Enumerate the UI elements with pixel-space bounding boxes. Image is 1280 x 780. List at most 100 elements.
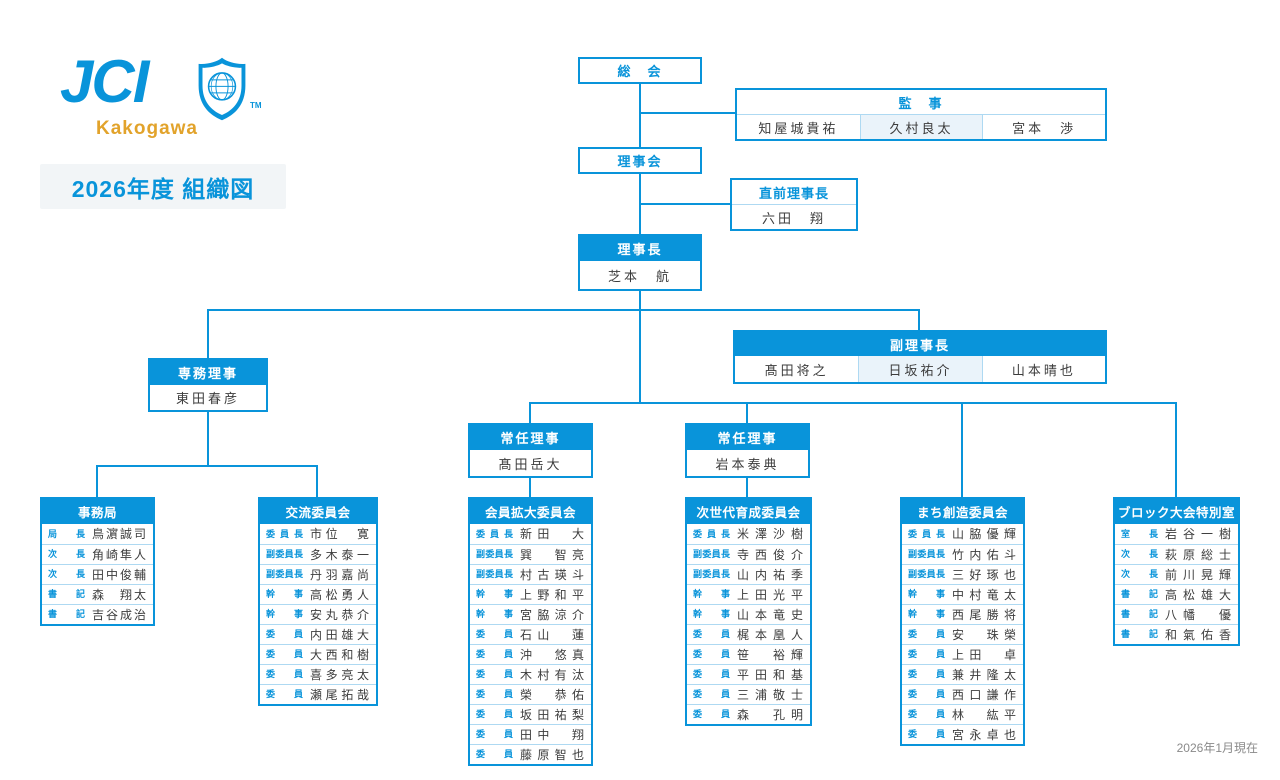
committee-title: 事務局 — [42, 499, 153, 524]
committee-row: 副委員長 多木泰一 — [260, 544, 376, 564]
member-name: 宮永卓也 — [952, 727, 1016, 742]
committee-rows: 委員長 新田 大 副委員長 巽 智亮 副委員長 村古瑛斗 幹事 上野和平 幹事 … — [470, 524, 591, 764]
member-name: 西尾勝将 — [952, 607, 1016, 622]
member-name: 内田雄大 — [310, 627, 369, 642]
committee-row: 委員 梶本凰人 — [687, 624, 810, 644]
member-name: 安丸恭介 — [310, 607, 369, 622]
member-name: 丹羽嘉尚 — [310, 567, 369, 582]
member-name: 森 孔明 — [737, 707, 803, 722]
box-vice-presidents: 副理事長 髙田将之 日坂祐介 山本晴也 — [733, 330, 1107, 384]
member-name: 和氣佑香 — [1165, 627, 1231, 642]
member-name: 田中 翔 — [520, 727, 584, 742]
role-label: 副委員長 — [266, 569, 303, 579]
committee-row: 委員長 新田 大 — [470, 524, 591, 544]
box-label: 監 事 — [898, 95, 944, 111]
committee-block-convention-special-office: ブロック大会特別室 室長 岩谷一樹 次長 萩原総士 次長 前川晃輝 書記 高松雄… — [1113, 497, 1240, 646]
box-label: 常任理事 — [687, 425, 808, 450]
committee-row: 委員 瀬尾拓哉 — [260, 684, 376, 704]
member-name: 山本晴也 — [981, 356, 1105, 382]
member-name: 三好琢也 — [952, 567, 1016, 582]
committee-row: 幹事 山本竜史 — [687, 604, 810, 624]
role-label: 委員 — [908, 629, 945, 639]
committee-row: 委員 平田和基 — [687, 664, 810, 684]
role-label: 委員長 — [266, 528, 303, 539]
role-label: 委員 — [693, 629, 730, 639]
committee-row: 副委員長 村古瑛斗 — [470, 564, 591, 584]
member-name: 岩本泰典 — [687, 450, 808, 476]
member-name: 兼井隆太 — [952, 667, 1016, 682]
committee-row: 委員 喜多亮太 — [260, 664, 376, 684]
committee-row: 次長 角崎隼人 — [42, 544, 153, 564]
committee-town-creation: まち創造委員会 委員長 山脇優輝 副委員長 竹内佑斗 副委員長 三好琢也 幹事 … — [900, 497, 1025, 746]
member-name: 沖 悠真 — [520, 647, 584, 662]
role-label: 副委員長 — [476, 549, 513, 559]
committee-row: 幹事 上田光平 — [687, 584, 810, 604]
role-label: 委員 — [693, 669, 730, 679]
member-name: 東田春彦 — [150, 385, 266, 410]
role-label: 委員 — [476, 709, 513, 719]
committee-row: 委員長 山脇優輝 — [902, 524, 1023, 544]
role-label: 委員 — [266, 629, 303, 639]
role-label: 局長 — [48, 528, 85, 539]
page-title-box: 2026年度 組織図 — [40, 164, 286, 209]
committee-row: 委員長 市位 寛 — [260, 524, 376, 544]
committee-membership-expansion: 会員拡大委員会 委員長 新田 大 副委員長 巽 智亮 副委員長 村古瑛斗 幹事 … — [468, 497, 593, 766]
box-board-of-directors: 理事会 — [578, 147, 702, 174]
jci-logo-subtitle: Kakogawa — [96, 118, 198, 139]
member-name: 上田光平 — [737, 587, 803, 602]
committee-row: 委員 笹 裕輝 — [687, 644, 810, 664]
role-label: 委員 — [476, 729, 513, 739]
member-name: 中村竜太 — [952, 587, 1016, 602]
committee-row: 委員 森 孔明 — [687, 704, 810, 724]
box-executive-director: 専務理事 東田春彦 — [148, 358, 268, 412]
committee-title: ブロック大会特別室 — [1115, 499, 1238, 524]
role-label: 書記 — [1121, 629, 1158, 639]
committee-row: 幹事 上野和平 — [470, 584, 591, 604]
as-of-date: 2026年1月現在 — [1176, 741, 1258, 755]
connector-line — [96, 465, 318, 467]
member-name: 市位 寛 — [310, 527, 369, 541]
box-label: 常任理事 — [470, 425, 591, 450]
committee-row: 委員 田中 翔 — [470, 724, 591, 744]
member-name: 多木泰一 — [310, 547, 369, 562]
committee-row: 副委員長 寺西俊介 — [687, 544, 810, 564]
committee-row: 幹事 中村竜太 — [902, 584, 1023, 604]
role-label: 幹事 — [476, 589, 513, 599]
committee-row: 委員 榮 恭佑 — [470, 684, 591, 704]
connector-line — [640, 203, 730, 205]
committee-row: 書記 吉谷成治 — [42, 604, 153, 624]
role-label: 委員 — [266, 669, 303, 679]
member-name: 宮本 渉 — [982, 115, 1105, 139]
committee-row: 書記 八幡 優 — [1115, 604, 1238, 624]
member-name: 藤原智也 — [520, 747, 584, 762]
committee-row: 副委員長 山内祐季 — [687, 564, 810, 584]
box-general-assembly: 総 会 — [578, 57, 702, 84]
member-name: 高松勇人 — [310, 587, 369, 602]
connector-line — [96, 465, 98, 497]
connector-line — [529, 402, 531, 423]
role-label: 委員 — [693, 709, 730, 719]
member-name: 喜多亮太 — [310, 667, 369, 682]
role-label: 委員 — [476, 669, 513, 679]
committee-row: 幹事 安丸恭介 — [260, 604, 376, 624]
member-name: 梶本凰人 — [737, 627, 803, 642]
connector-line — [529, 402, 1177, 404]
role-label: 次長 — [1121, 569, 1158, 579]
role-label: 委員長 — [908, 528, 945, 539]
committee-exchange: 交流委員会 委員長 市位 寛 副委員長 多木泰一 副委員長 丹羽嘉尚 幹事 高松… — [258, 497, 378, 706]
member-name: 安 珠榮 — [952, 627, 1016, 642]
role-label: 委員長 — [476, 528, 513, 539]
committee-row: 委員 安 珠榮 — [902, 624, 1023, 644]
role-label: 副委員長 — [266, 549, 303, 559]
committee-row: 副委員長 巽 智亮 — [470, 544, 591, 564]
role-label: 書記 — [1121, 589, 1158, 599]
member-name: 髙田岳大 — [470, 450, 591, 476]
member-name: 榮 恭佑 — [520, 687, 584, 702]
auditor-members: 知屋城貴祐 久村良太 宮本 渉 — [737, 114, 1105, 139]
member-name: 山内祐季 — [737, 567, 803, 582]
committee-row: 次長 前川晃輝 — [1115, 564, 1238, 584]
committee-row: 委員 石山 蓮 — [470, 624, 591, 644]
box-auditors: 監 事 知屋城貴祐 久村良太 宮本 渉 — [735, 88, 1107, 141]
committee-row: 書記 森 翔太 — [42, 584, 153, 604]
